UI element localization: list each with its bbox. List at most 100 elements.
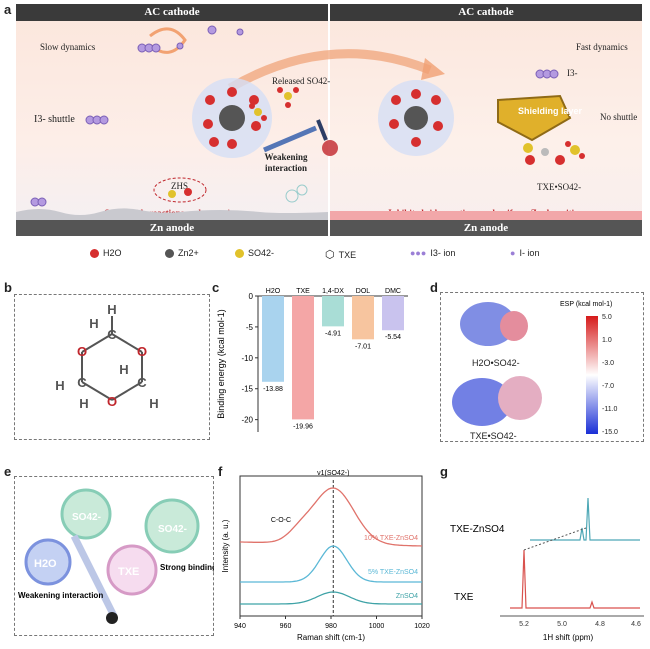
series-label: ZnSO4	[396, 593, 418, 600]
panel-a-label: a	[4, 2, 12, 17]
category-label: DMC	[385, 288, 401, 295]
shield-text: Shielding layer	[518, 106, 583, 116]
panel-f-label: f	[218, 464, 223, 479]
panel-d-box	[440, 292, 644, 442]
right-cathode-bar: AC cathode	[330, 4, 642, 21]
weakening-label: Weakening interaction	[264, 152, 308, 173]
mol2-label: TXE•SO42-	[470, 431, 517, 441]
txe-icon: ⬡	[325, 249, 335, 261]
legend-i3: ●●●I3- ion	[410, 248, 456, 258]
so4-left	[249, 87, 299, 121]
y-axis-label: Intensity (a. u.)	[221, 519, 230, 572]
i3-cluster-icons	[30, 25, 559, 207]
y-tick-label: -5	[246, 323, 254, 332]
atom-c: C	[77, 375, 87, 390]
svg-text:4.8: 4.8	[595, 621, 605, 628]
svg-text:-15.0: -15.0	[602, 429, 618, 436]
series-label: 10% TXE-ZnSO4	[364, 535, 418, 542]
svg-text:-3.0: -3.0	[602, 360, 614, 367]
esp-txe-so4	[452, 376, 542, 426]
i3-shuttle-label: I3- shuttle	[34, 114, 75, 125]
zn-ion-right	[404, 106, 428, 130]
released-so4-label: Released SO42-	[272, 76, 331, 86]
category-label: DOL	[356, 288, 371, 295]
svg-text:-7.0: -7.0	[602, 383, 614, 390]
atom-o: O	[107, 394, 117, 409]
panel-b-box	[14, 294, 210, 440]
slow-dynamics-label: Slow dynamics	[40, 42, 96, 52]
panel-e-label: e	[4, 464, 12, 479]
shield-icon	[497, 94, 572, 142]
svg-text:-11.0: -11.0	[602, 406, 618, 413]
left-cathode-bar: AC cathode	[16, 4, 328, 21]
i3-ion-icon: ●●●	[410, 248, 427, 258]
atom-c: C	[107, 327, 117, 342]
nmr-top-trace	[530, 497, 640, 541]
coc-label: C-O-C	[271, 517, 291, 524]
y-tick-label: 0	[249, 292, 254, 301]
legend-so4: SO42-	[235, 248, 274, 258]
y-tick-label: -10	[241, 354, 253, 363]
bar	[352, 296, 374, 340]
x-tick-label: 980	[325, 623, 337, 630]
atom-h: H	[119, 362, 128, 377]
bar-value-label: -4.91	[325, 330, 341, 337]
x-tick-label: 960	[280, 623, 292, 630]
svg-text:SO42-: SO42-	[72, 512, 101, 523]
nmr-bottom-trace	[510, 549, 640, 609]
x-tick-label: 1020	[414, 623, 430, 630]
zn-ion-left	[219, 105, 245, 131]
so4-bubble-strong	[144, 498, 200, 554]
zn-icon	[165, 248, 174, 258]
svg-text:5.2: 5.2	[519, 621, 529, 628]
svg-text:TXE: TXE	[118, 566, 139, 578]
bar	[382, 296, 404, 331]
bar-value-label: -13.88	[263, 386, 283, 393]
zhs-outline	[153, 177, 207, 203]
h2o-bubble	[24, 538, 72, 586]
esp-maps: H2O•SO42- TXE•SO42- ESP (kcal mol-1) 5.0…	[452, 301, 618, 441]
panel-c-label: c	[212, 280, 220, 295]
txe-structure: H H C O O C C H H H H O	[55, 302, 158, 411]
panel-g-label: g	[440, 464, 448, 479]
esp-h2o-so4	[460, 302, 528, 346]
category-label: 1,4-DX	[322, 288, 344, 295]
panel-d-label: d	[430, 280, 438, 295]
no-shuttle-label: No shuttle	[600, 112, 638, 122]
bar-value-label: -5.54	[385, 334, 401, 341]
bar-value-label: -19.96	[293, 423, 313, 430]
panel-e-box	[14, 476, 214, 636]
svg-text:5.0: 5.0	[557, 621, 567, 628]
y-axis-label: Binding energy (kcal mol-1)	[216, 309, 226, 419]
txe-so4-complex	[523, 141, 585, 165]
category-label: TXE	[296, 288, 310, 295]
sword-blade	[263, 125, 317, 153]
legend-i: ●I- ion	[510, 248, 540, 258]
so4-bubble	[60, 488, 112, 540]
nmr-x-label: 1H shift (ppm)	[543, 633, 594, 642]
bar-value-label: -7.01	[355, 343, 371, 350]
legend-zn: Zn2+	[165, 248, 199, 258]
series-label: 5% TXE-ZnSO4	[368, 569, 418, 576]
i3-right-label: I3-	[567, 68, 578, 78]
panel-b-label: b	[4, 280, 12, 295]
water-molecules-left	[203, 87, 261, 149]
left-anode-bar: Zn anode	[16, 220, 328, 236]
raman-series-line	[240, 545, 422, 583]
legend-txe: ⬡TXE	[325, 249, 357, 261]
sword-icon	[70, 534, 118, 618]
peak-label: ν1(SO42-)	[317, 470, 349, 477]
transition-arrow	[227, 49, 432, 92]
svg-text:SO42-: SO42-	[158, 524, 187, 535]
atom-o: O	[77, 344, 87, 359]
bar	[292, 296, 314, 420]
atom-h: H	[79, 396, 88, 411]
txe-bubble	[106, 544, 158, 596]
interaction-schematic: SO42- SO42- H2O TXE Weakening interactio…	[18, 488, 214, 624]
txe-molecule-a	[322, 140, 338, 156]
nmr-chart: TXE-ZnSO4 TXE 5.2 5.0 4.8 4.6 1H shift (…	[450, 497, 644, 642]
bar	[322, 296, 344, 327]
atom-h: H	[55, 378, 64, 393]
